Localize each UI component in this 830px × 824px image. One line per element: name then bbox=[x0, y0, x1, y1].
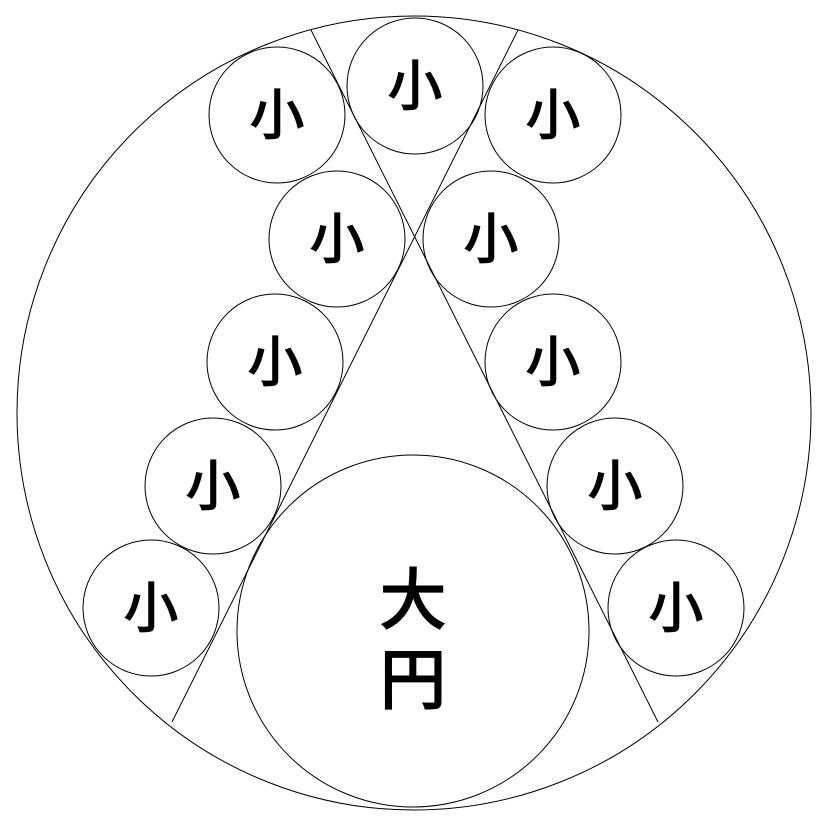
small-circle-label: 小 bbox=[310, 207, 364, 271]
small-circle-label: 小 bbox=[248, 330, 302, 394]
small-circle-label: 小 bbox=[124, 576, 178, 640]
small-circle: 小 bbox=[208, 46, 346, 184]
small-circle-label: 小 bbox=[186, 454, 240, 518]
small-circle-outline bbox=[346, 17, 484, 155]
small-circle-label: 小 bbox=[388, 54, 442, 118]
small-circle: 小 bbox=[346, 17, 484, 155]
small-circle-outline bbox=[208, 46, 346, 184]
small-circle-label: 小 bbox=[649, 576, 703, 640]
small-circle-label: 小 bbox=[588, 454, 642, 518]
small-circle-outline bbox=[82, 539, 220, 677]
small-circle-outline bbox=[484, 293, 622, 431]
small-circle: 小 bbox=[546, 417, 684, 555]
small-circle: 小 bbox=[422, 170, 560, 308]
right-tangent-line bbox=[310, 29, 659, 723]
small-circle-outline bbox=[484, 46, 622, 184]
small-circle-label: 小 bbox=[464, 207, 518, 271]
small-circle-label: 小 bbox=[250, 83, 304, 147]
small-circle: 小 bbox=[206, 293, 344, 431]
small-circle-outline bbox=[206, 293, 344, 431]
small-circle-outline bbox=[268, 170, 406, 308]
large-circle: 大 円 bbox=[236, 454, 590, 808]
large-circle-label-bottom: 円 bbox=[380, 641, 446, 719]
outer-circle bbox=[16, 15, 812, 811]
small-circle-label: 小 bbox=[526, 330, 580, 394]
small-circle: 小 bbox=[268, 170, 406, 308]
small-circle-outline bbox=[546, 417, 684, 555]
small-circle: 小 bbox=[607, 539, 745, 677]
large-circle-outline bbox=[236, 454, 590, 808]
small-circle: 小 bbox=[144, 417, 282, 555]
small-circle: 小 bbox=[484, 46, 622, 184]
small-circle-outline bbox=[144, 417, 282, 555]
small-circle: 小 bbox=[484, 293, 622, 431]
left-tangent-line bbox=[171, 29, 519, 723]
large-circle-label-top: 大 bbox=[380, 561, 446, 639]
small-circle: 小 bbox=[82, 539, 220, 677]
small-circle-label: 小 bbox=[526, 83, 580, 147]
small-circle-outline bbox=[422, 170, 560, 308]
small-circle-outline bbox=[607, 539, 745, 677]
